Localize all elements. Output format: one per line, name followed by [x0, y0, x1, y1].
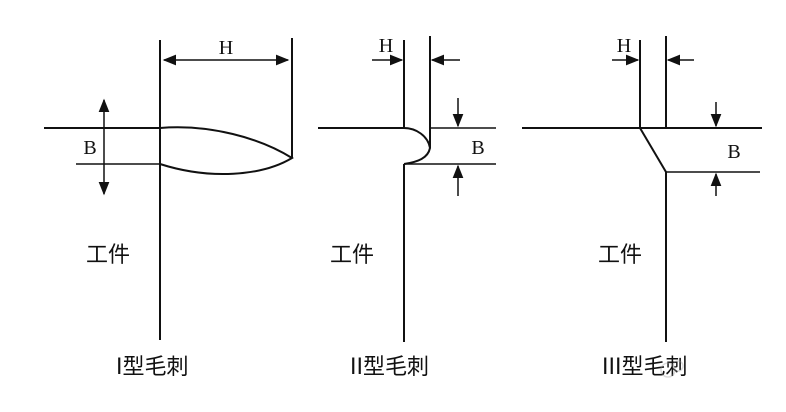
caption-1: I型毛刺 — [116, 355, 189, 380]
dimension-label-h-1: H — [219, 37, 233, 59]
diagram-type-1: H B 工件 I型毛刺 — [44, 37, 294, 380]
diagram-type-2: H B 工件 II型毛刺 — [318, 35, 496, 380]
diagram-type-3: H B 工件 III型毛刺 — [522, 35, 762, 380]
dimension-label-b-3: B — [727, 141, 740, 163]
dimension-label-h-3: H — [617, 35, 631, 57]
dimension-label-b-1: B — [83, 137, 96, 159]
workpiece-outline-1 — [44, 40, 161, 340]
part-label-3: 工件 — [598, 243, 642, 268]
burr-shape-2 — [403, 127, 432, 165]
burr-shape-3 — [639, 127, 667, 173]
part-label-1: 工件 — [86, 243, 130, 268]
caption-2: II型毛刺 — [350, 355, 429, 380]
caption-3: III型毛刺 — [602, 355, 687, 380]
burr-shape-1 — [159, 126, 294, 176]
dimension-label-b-2: B — [471, 137, 484, 159]
part-label-2: 工件 — [330, 243, 374, 268]
dimension-label-h-2: H — [379, 35, 393, 57]
watermark-logo — [660, 360, 684, 378]
